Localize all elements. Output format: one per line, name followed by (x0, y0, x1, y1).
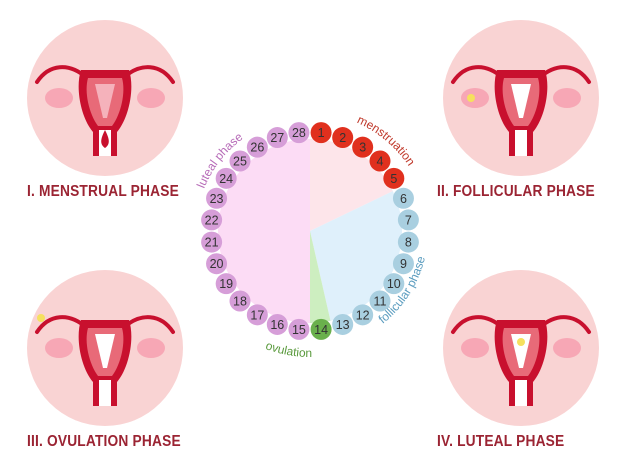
day-number-5: 5 (390, 172, 397, 186)
day-dot-9 (392, 253, 414, 275)
day-dot-7 (397, 209, 419, 231)
day-dot-22 (201, 209, 223, 231)
sector-ovulation (310, 231, 331, 323)
day-number-17: 17 (250, 308, 264, 322)
day-dot-18 (229, 290, 251, 312)
day-number-22: 22 (205, 213, 219, 227)
day-number-16: 16 (270, 318, 284, 332)
segment-label-ovulation: ovulation (264, 338, 312, 360)
menstrual-phase-caption: I. MENSTRUAL PHASE (27, 183, 179, 200)
day-dot-15 (288, 318, 310, 340)
day-number-20: 20 (210, 257, 224, 271)
day-dot-14 (310, 318, 332, 340)
sector-luteal (218, 139, 310, 323)
luteal-phase-illustration (443, 270, 599, 426)
ovulation-phase-illustration (27, 270, 183, 426)
day-number-10: 10 (387, 277, 401, 291)
day-dot-13 (332, 313, 354, 335)
day-dot-25 (229, 150, 251, 172)
day-dot-21 (201, 231, 223, 253)
day-dot-19 (215, 273, 237, 295)
day-number-2: 2 (339, 131, 346, 145)
day-number-8: 8 (405, 236, 412, 250)
day-number-6: 6 (400, 192, 407, 206)
menstrual-phase-illustration (27, 20, 183, 176)
day-dot-12 (352, 304, 374, 326)
day-number-27: 27 (270, 131, 284, 145)
day-number-4: 4 (377, 154, 384, 168)
day-dot-6 (392, 187, 414, 209)
day-dot-17 (246, 304, 268, 326)
follicular-phase-caption: II. FOLLICULAR PHASE (437, 183, 595, 200)
day-dot-4 (369, 150, 391, 172)
day-number-11: 11 (374, 295, 387, 309)
day-dot-11 (369, 290, 391, 312)
day-number-1: 1 (318, 126, 325, 140)
day-number-12: 12 (356, 308, 370, 322)
day-dot-20 (206, 253, 228, 275)
day-number-14: 14 (314, 323, 328, 337)
follicular-phase-illustration (443, 20, 599, 176)
luteal-phase-caption: IV. LUTEAL PHASE (437, 433, 565, 450)
day-number-21: 21 (205, 236, 219, 250)
day-number-23: 23 (210, 192, 224, 206)
day-number-28: 28 (292, 126, 306, 140)
day-number-24: 24 (219, 172, 233, 186)
sector-follicular (310, 191, 402, 321)
day-dot-26 (246, 136, 268, 158)
day-number-25: 25 (233, 154, 247, 168)
day-number-18: 18 (233, 295, 247, 309)
day-dot-8 (397, 231, 419, 253)
day-dot-10 (383, 273, 405, 295)
day-dot-24 (215, 167, 237, 189)
day-number-13: 13 (336, 318, 350, 332)
day-number-3: 3 (359, 141, 366, 155)
day-dot-1 (310, 122, 332, 144)
day-dot-5 (383, 167, 405, 189)
sector-menstruation (310, 139, 393, 231)
day-number-9: 9 (400, 257, 407, 271)
day-dot-28 (288, 122, 310, 144)
day-dot-3 (352, 136, 374, 158)
day-number-19: 19 (219, 277, 233, 291)
day-dot-2 (332, 127, 354, 149)
day-dot-27 (266, 127, 288, 149)
day-dot-23 (206, 187, 228, 209)
day-dot-16 (266, 313, 288, 335)
day-number-26: 26 (250, 141, 264, 155)
day-number-7: 7 (405, 213, 412, 227)
day-number-15: 15 (292, 323, 306, 337)
ovulation-phase-caption: III. OVULATION PHASE (27, 433, 181, 450)
